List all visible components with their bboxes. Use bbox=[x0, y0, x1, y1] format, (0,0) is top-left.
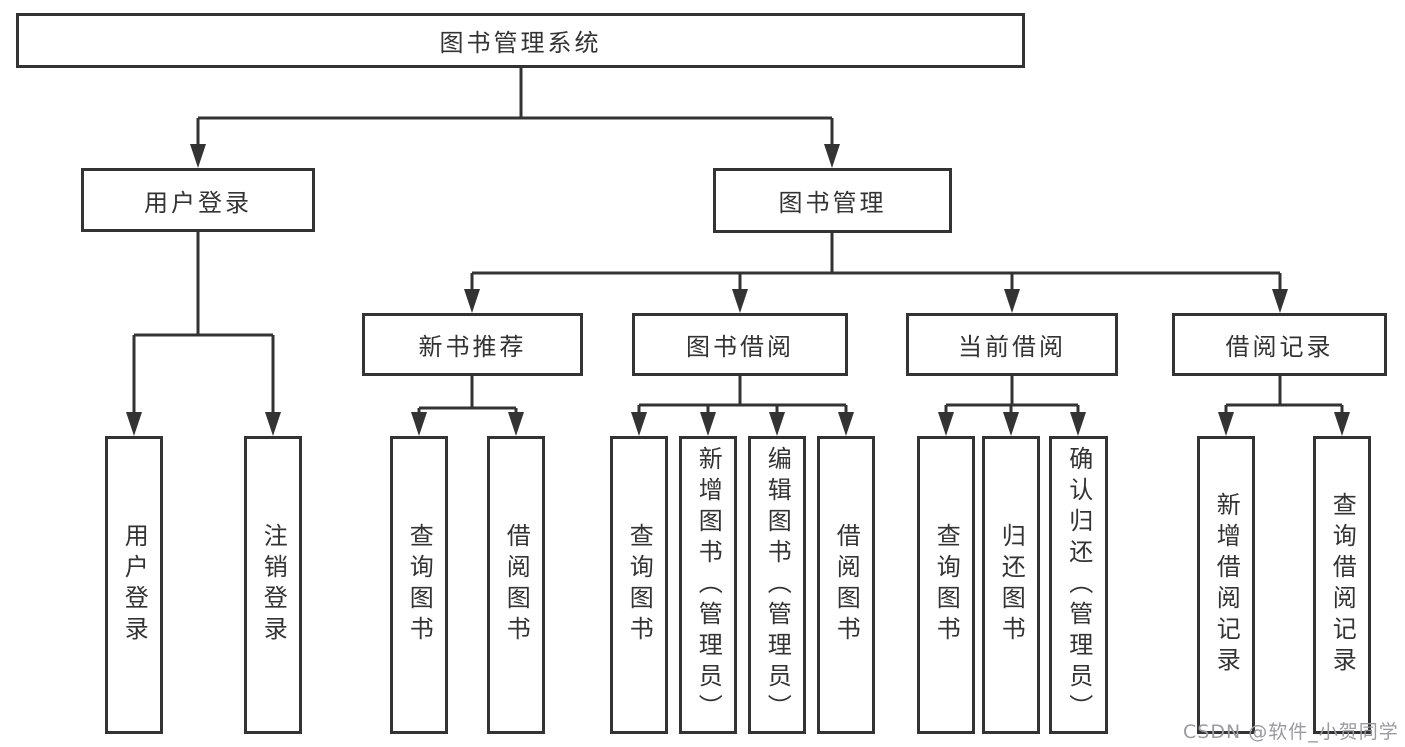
branch-borrow-records-to-leaves bbox=[1218, 376, 1350, 436]
node-new-book-recommend: 新书推荐 bbox=[362, 313, 583, 376]
arrow-down-icon bbox=[1218, 412, 1234, 436]
connector-line bbox=[470, 233, 1282, 291]
arrow-down-icon bbox=[1004, 289, 1020, 313]
leaf-return-books: 归还图书 bbox=[982, 436, 1040, 734]
leaf-edit-book-admin: 编辑图书（管理员） bbox=[748, 436, 806, 734]
leaf-return-books-label: 归还图书 bbox=[997, 523, 1026, 647]
leaf-confirm-return-admin: 确认归还（管理员） bbox=[1049, 436, 1108, 734]
arrow-down-icon bbox=[265, 412, 281, 436]
arrow-down-icon bbox=[732, 289, 748, 313]
leaf-borrow-books-newrec: 借阅图书 bbox=[487, 436, 545, 734]
leaf-query-borrow-record: 查询借阅记录 bbox=[1313, 436, 1371, 734]
connector-line bbox=[417, 376, 518, 414]
node-current-borrow: 当前借阅 bbox=[906, 313, 1118, 376]
leaf-query-books-current-label: 查询图书 bbox=[932, 523, 961, 647]
arrow-down-icon bbox=[190, 144, 206, 168]
node-borrow-records-label: 借阅记录 bbox=[1225, 333, 1334, 361]
arrow-down-icon bbox=[464, 289, 480, 313]
arrow-down-icon bbox=[769, 412, 785, 436]
arrow-down-icon bbox=[838, 412, 854, 436]
arrow-down-icon bbox=[1003, 412, 1019, 436]
leaf-add-borrow-record-label: 新增借阅记录 bbox=[1212, 492, 1241, 678]
branch-user-login-to-leaves bbox=[126, 232, 281, 436]
node-new-book-recommend-label: 新书推荐 bbox=[418, 333, 527, 361]
branch-book-management-to-level3 bbox=[464, 233, 1288, 313]
leaf-query-borrow-record-label: 查询借阅记录 bbox=[1328, 492, 1357, 678]
node-user-login: 用户登录 bbox=[81, 168, 315, 232]
leaf-logout-login-label: 注销登录 bbox=[259, 523, 288, 647]
node-current-borrow-label: 当前借阅 bbox=[958, 333, 1066, 361]
node-book-management-label: 图书管理 bbox=[778, 189, 887, 217]
leaf-borrow-books-newrec-label: 借阅图书 bbox=[502, 523, 531, 647]
branch-book-borrow-to-leaves bbox=[631, 376, 854, 436]
leaf-confirm-return-admin-label: 确认归还（管理员） bbox=[1064, 445, 1093, 725]
node-book-borrow-label: 图书借阅 bbox=[686, 333, 794, 361]
leaf-borrow-books-borrow-label: 借阅图书 bbox=[832, 523, 861, 647]
leaf-query-books-newrec-label: 查询图书 bbox=[405, 523, 434, 647]
arrow-down-icon bbox=[938, 412, 954, 436]
leaf-user-login-label: 用户登录 bbox=[120, 523, 149, 647]
node-user-login-label: 用户登录 bbox=[144, 188, 252, 217]
leaf-query-books-borrow: 查询图书 bbox=[610, 436, 668, 734]
leaf-add-book-admin-label: 新增图书（管理员） bbox=[694, 445, 723, 725]
leaf-add-book-admin: 新增图书（管理员） bbox=[679, 436, 737, 734]
connector-line bbox=[132, 232, 275, 414]
arrow-down-icon bbox=[1334, 412, 1350, 436]
arrow-down-icon bbox=[1070, 412, 1086, 436]
branch-new-book-recommend-to-leaves bbox=[411, 376, 524, 436]
node-borrow-records: 借阅记录 bbox=[1172, 313, 1387, 376]
arrow-down-icon bbox=[631, 412, 647, 436]
connector-line bbox=[1224, 376, 1344, 414]
node-root: 图书管理系统 bbox=[16, 13, 1025, 68]
leaf-logout-login: 注销登录 bbox=[244, 436, 302, 734]
connector-line bbox=[637, 376, 848, 414]
arrow-down-icon bbox=[1272, 289, 1288, 313]
leaf-query-books-borrow-label: 查询图书 bbox=[625, 523, 654, 647]
arrow-down-icon bbox=[411, 412, 427, 436]
branch-root-to-level2 bbox=[190, 68, 840, 168]
leaf-query-books-newrec: 查询图书 bbox=[390, 436, 448, 734]
arrow-down-icon bbox=[700, 412, 716, 436]
node-root-label: 图书管理系统 bbox=[439, 29, 602, 57]
watermark: CSDN @软件_小贺同学 bbox=[1183, 721, 1399, 743]
branch-current-borrow-to-leaves bbox=[938, 376, 1086, 436]
node-book-borrow: 图书借阅 bbox=[632, 313, 848, 376]
connector-line bbox=[944, 376, 1080, 414]
arrow-down-icon bbox=[508, 412, 524, 436]
leaf-query-books-current: 查询图书 bbox=[917, 436, 975, 734]
leaf-user-login: 用户登录 bbox=[105, 436, 163, 734]
node-book-management: 图书管理 bbox=[713, 168, 952, 233]
connector-line bbox=[196, 68, 834, 146]
leaf-add-borrow-record: 新增借阅记录 bbox=[1197, 436, 1255, 734]
arrow-down-icon bbox=[126, 412, 142, 436]
leaf-edit-book-admin-label: 编辑图书（管理员） bbox=[763, 445, 792, 725]
leaf-borrow-books-borrow: 借阅图书 bbox=[817, 436, 875, 734]
arrow-down-icon bbox=[824, 144, 840, 168]
